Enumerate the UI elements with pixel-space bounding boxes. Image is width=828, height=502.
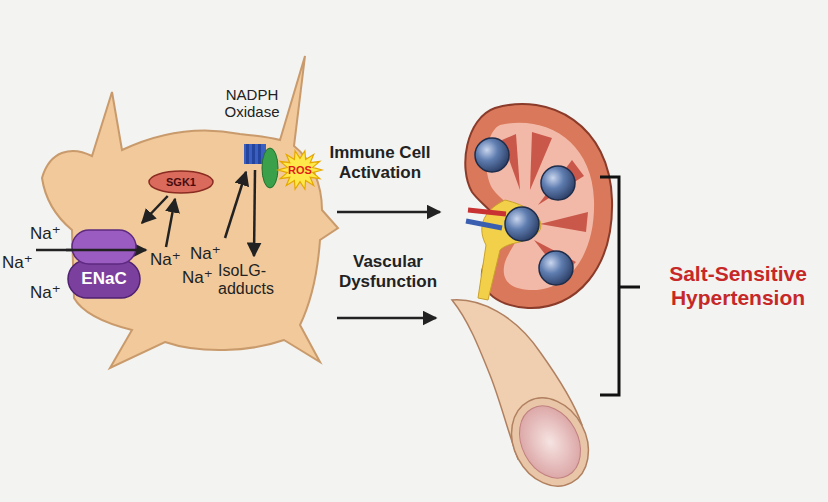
kidney-cortex <box>465 104 612 308</box>
immune-cell-sphere <box>505 207 539 241</box>
ion-label: Na⁺ <box>190 244 221 264</box>
flow-arrow <box>337 317 436 320</box>
dendritic-cell: Na⁺Na⁺Na⁺IsoLG-adductsENaCSGK1NADPH Oxid… <box>30 48 342 378</box>
kidney-illustration <box>465 104 612 308</box>
oxidase-subunit <box>262 148 278 188</box>
oxidase-stripe <box>258 144 261 164</box>
outcome-label: Salt-Sensitive Hypertension <box>652 262 824 310</box>
process-label: Vascular Dysfunction <box>326 252 450 291</box>
kidney-pyramid <box>540 212 588 232</box>
blood-vessel-illustration <box>452 300 603 500</box>
flow-arrow <box>36 249 146 252</box>
immune-cell-sphere <box>539 251 573 285</box>
ion-label: Na⁺ <box>2 253 33 273</box>
renal-pelvis <box>478 200 541 300</box>
channel-protein: ENaC <box>66 226 142 300</box>
channel-subunit <box>68 260 140 298</box>
ros-text: ROS <box>288 164 312 177</box>
ros-burst <box>278 151 322 190</box>
cell-body <box>42 56 338 368</box>
kinase-oval: SGK1 <box>148 170 214 194</box>
enzyme-label: NADPH Oxidase <box>222 86 282 126</box>
channel-shape <box>66 226 142 300</box>
process-label: Immune Cell Activation <box>318 143 442 182</box>
flow-arrow <box>66 249 142 252</box>
oxidase-stripe <box>246 144 249 164</box>
channel-name: ENaC <box>81 269 126 289</box>
renal-artery <box>468 210 506 214</box>
flow-arrow <box>337 211 440 214</box>
ros-burst: ROS <box>278 150 322 190</box>
ion-label: Na⁺ <box>30 224 61 244</box>
oxidase-complex <box>244 144 278 188</box>
kinase-name: SGK1 <box>166 176 196 189</box>
bracket <box>600 177 640 395</box>
vessel-lumen <box>507 395 592 488</box>
kidney-pyramid <box>538 160 584 205</box>
immune-cell-sphere <box>475 138 509 172</box>
flow-arrow <box>225 172 246 238</box>
renal-vein <box>466 221 502 228</box>
flow-arrow <box>254 170 255 256</box>
enzyme-name: NADPH Oxidase <box>222 86 282 121</box>
ion-label: Na⁺ <box>182 268 213 288</box>
vessel-section <box>497 384 604 499</box>
ion-label: Na⁺ <box>150 250 181 270</box>
immune-cell-sphere <box>541 166 575 200</box>
channel-subunit <box>72 230 136 264</box>
kinase-oval <box>149 171 213 193</box>
product-label: IsoLG-adducts <box>218 262 308 299</box>
oxidase-stripe <box>252 144 255 164</box>
ion-label: Na⁺ <box>30 283 61 303</box>
flow-arrow <box>166 199 175 247</box>
cell-outline <box>30 48 342 378</box>
